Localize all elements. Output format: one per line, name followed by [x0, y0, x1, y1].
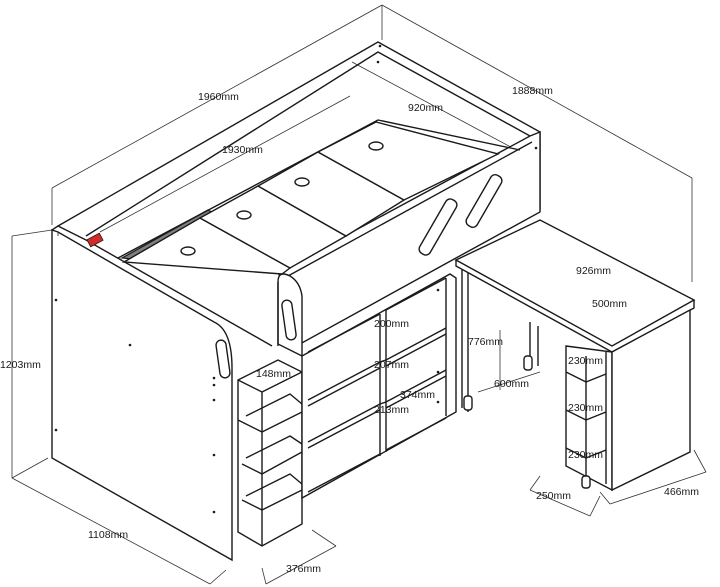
- label-shelf-3: 213mm: [374, 404, 409, 416]
- label-shelf-1: 200mm: [374, 318, 409, 330]
- dimension-lines: [11, 4, 707, 585]
- shelf-unit: [301, 273, 457, 500]
- label-desk-shelf-2: 230mm: [568, 402, 603, 414]
- desk: [454, 219, 696, 492]
- label-inner-length: 1930mm: [222, 144, 263, 156]
- front-pillar: [277, 273, 303, 358]
- label-inner-width: 920mm: [408, 102, 443, 114]
- label-height: 1203mm: [0, 359, 41, 371]
- label-desk-height: 776mm: [468, 336, 503, 348]
- label-desk-shelf-1: 230mm: [568, 355, 603, 367]
- label-desk-depth: 466mm: [664, 486, 699, 498]
- label-overall-width: 1888mm: [512, 85, 553, 97]
- label-step-width: 376mm: [286, 563, 321, 575]
- accent-piece: [86, 232, 104, 248]
- label-base-depth: 1108mm: [88, 529, 128, 541]
- label-desk-cabinet-width: 250mm: [536, 490, 571, 502]
- label-shelf-width: 374mm: [400, 389, 435, 401]
- left-end-panel: [51, 225, 273, 562]
- label-desk-inner: 600mm: [494, 378, 529, 390]
- slats: [121, 121, 500, 275]
- label-desk-shelf-3: 230mm: [568, 449, 603, 461]
- label-shelf-2: 207mm: [374, 359, 409, 371]
- label-desk-length: 926mm: [576, 265, 611, 277]
- step-ladder: [237, 359, 303, 547]
- label-desk-width: 500mm: [592, 298, 627, 310]
- label-overall-length: 1960mm: [198, 91, 239, 103]
- dimension-labels: 1960mm 1888mm 920mm 1930mm 1203mm 1108mm…: [0, 85, 699, 575]
- label-step-depth: 148mm: [256, 368, 291, 380]
